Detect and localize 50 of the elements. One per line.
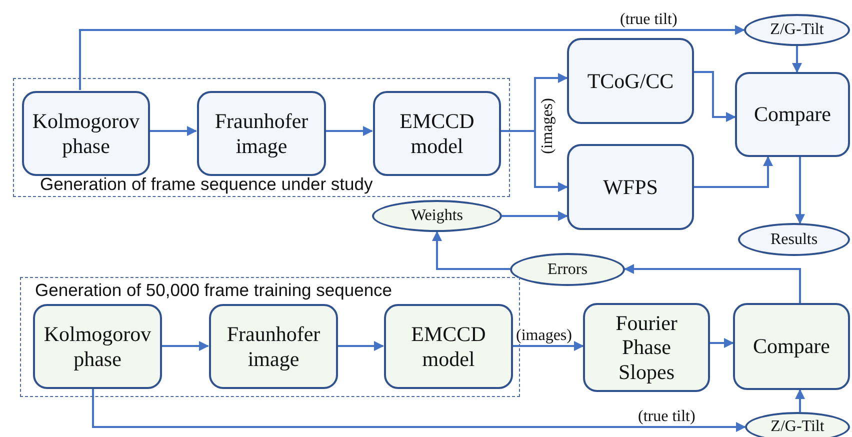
arrow — [500, 130, 568, 192]
process-box — [22, 91, 150, 176]
arrow — [337, 341, 384, 351]
process-box — [567, 144, 694, 230]
node-label: Z/G-Tilt — [770, 418, 824, 436]
node-label: Kolmogorov phase — [42, 322, 152, 371]
arrow — [694, 71, 736, 122]
group-heading: Generation of 50,000 frame training sequence — [35, 280, 392, 301]
node-label: Compare — [753, 334, 830, 359]
process-box — [567, 38, 694, 124]
edge-label: (images) — [516, 328, 572, 344]
arrow — [432, 231, 510, 270]
node-label: WFPS — [603, 174, 658, 200]
node-label: Results — [770, 230, 818, 248]
process-box — [384, 304, 513, 389]
node-label: Fraunhofer image — [226, 322, 322, 371]
process-box — [583, 303, 710, 392]
arrow — [624, 264, 801, 303]
process-box — [735, 72, 850, 157]
arrow — [149, 126, 197, 136]
node-label: Weights — [410, 207, 464, 225]
process-box — [209, 304, 338, 389]
arrow — [502, 211, 568, 221]
arrow — [79, 25, 745, 90]
arrow — [694, 156, 773, 188]
arrow — [92, 388, 746, 432]
edge-label: (images) — [540, 98, 556, 154]
node-label: EMCCD model — [398, 109, 476, 158]
node-label: Fraunhofer image — [214, 109, 310, 158]
node-label: TCoG/CC — [587, 68, 674, 94]
node-label: Compare — [754, 102, 831, 127]
group-heading: Generation of frame sequence under study — [40, 174, 373, 195]
edge-label: (true tilt) — [620, 12, 678, 28]
edge-label: (true tilt) — [638, 409, 696, 425]
arrow — [710, 338, 734, 348]
process-box — [33, 304, 162, 389]
node-label: Kolmogorov phase — [31, 109, 141, 158]
process-box — [197, 91, 326, 176]
process-box — [733, 303, 850, 390]
node-label: Z/G-Tilt — [770, 21, 824, 39]
arrow — [792, 46, 802, 73]
arrow — [325, 126, 373, 136]
node-label: Errors — [548, 260, 588, 278]
node-label: Fourier Phase Slopes — [614, 311, 678, 384]
arrow — [795, 389, 805, 412]
group-frame — [13, 78, 510, 197]
process-box — [373, 91, 501, 176]
arrow — [161, 341, 209, 351]
node-label: EMCCD model — [410, 322, 487, 371]
arrow — [795, 157, 805, 224]
